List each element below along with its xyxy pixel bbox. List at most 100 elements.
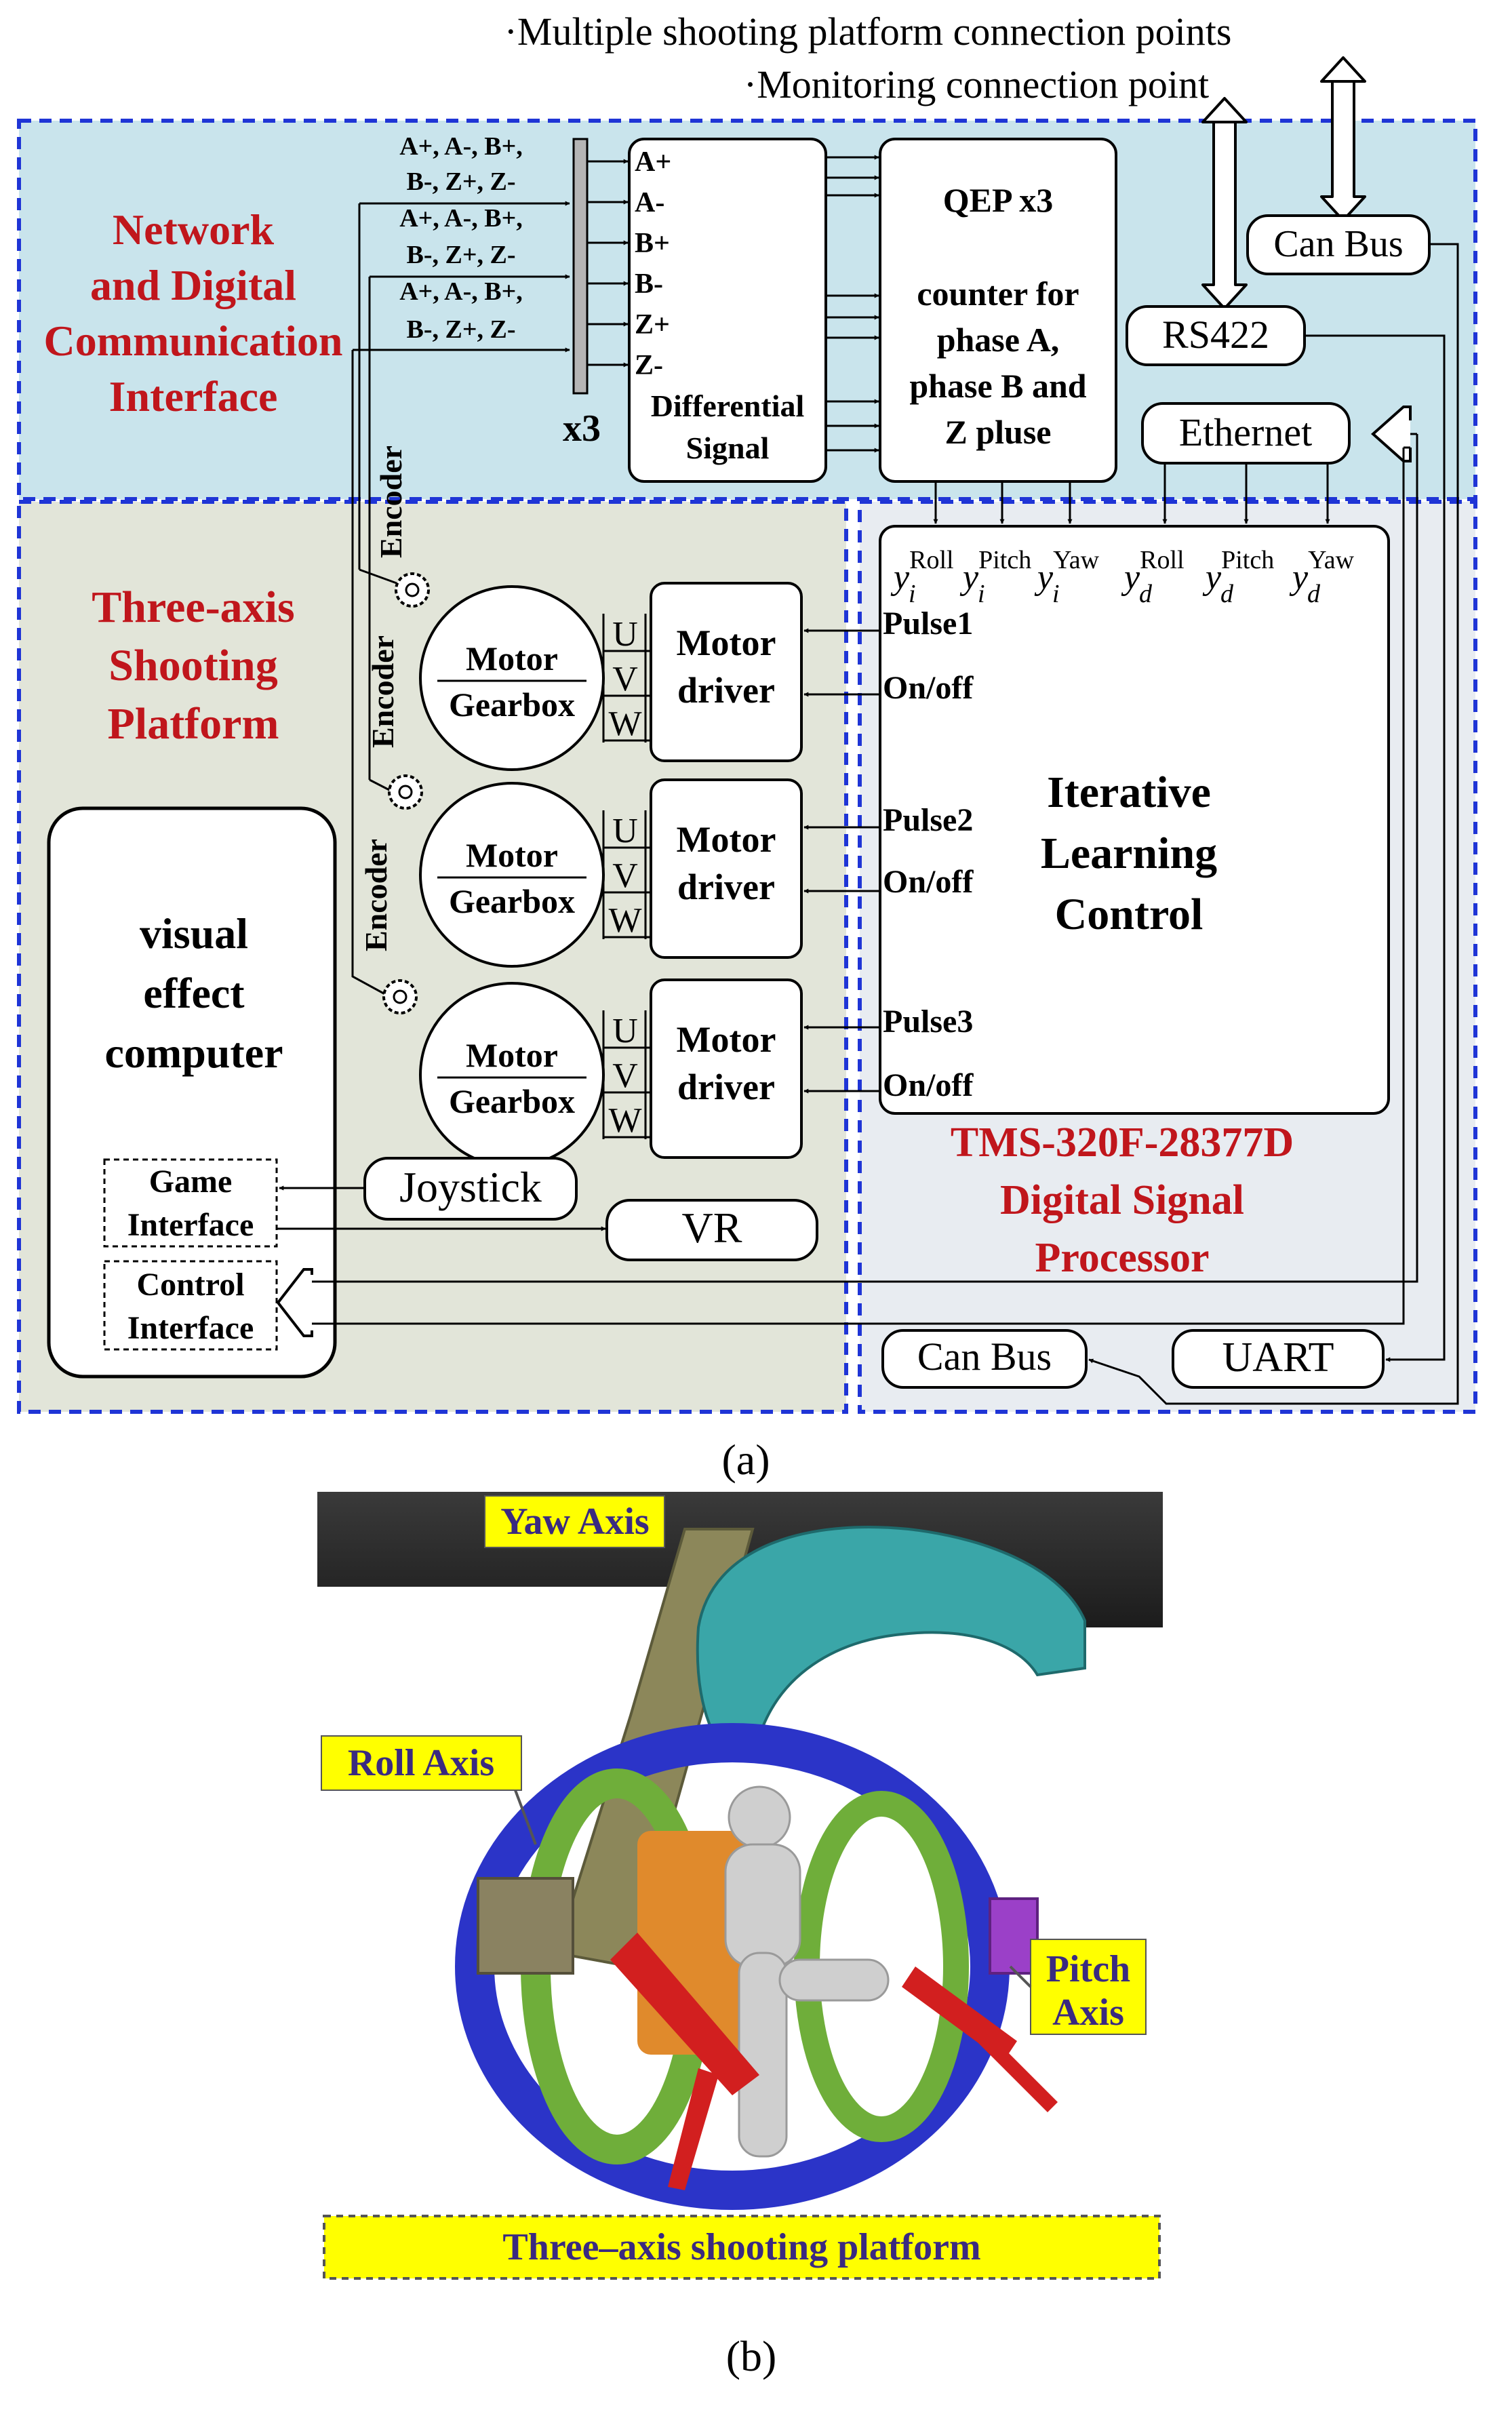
- qep-box: [879, 138, 1117, 483]
- qep-desc-line: Z pluse: [944, 413, 1051, 451]
- signal-bus-bar: [572, 138, 589, 395]
- computer-label-line: effect: [143, 969, 245, 1017]
- diff-pin-label: B+: [635, 228, 670, 259]
- caption-b: (b): [726, 2332, 777, 2380]
- driver-label-line: driver: [677, 1067, 775, 1107]
- roll-axis-label: Roll Axis: [348, 1742, 494, 1784]
- diff-pin-label: A+: [635, 146, 671, 178]
- network-title-line: Network: [113, 205, 275, 254]
- encoder-hub: [405, 582, 420, 597]
- yaw-axis-label: Yaw Axis: [500, 1501, 649, 1543]
- uart-box: [1172, 1329, 1385, 1389]
- ethernet-hollow-arrow: [1370, 406, 1412, 462]
- y-subscript: d: [1139, 580, 1153, 608]
- header-multi-platform: ·Multiple shooting platform connection p…: [504, 9, 1232, 54]
- network-title: Network and Digital Communication Interf…: [44, 205, 343, 420]
- dsp-input-arrows: [933, 463, 1330, 524]
- phase-label: W: [608, 705, 641, 743]
- computer-label-line: computer: [104, 1029, 283, 1077]
- platform-double-arrow: [1320, 56, 1366, 222]
- motor-label: Motor: [466, 836, 558, 874]
- can-bus-top-label: Can Bus: [1273, 223, 1403, 265]
- control-interface-hollow-arrow: [276, 1268, 313, 1337]
- game-interface-box: [103, 1158, 278, 1248]
- roll-axis-tag: [321, 1735, 522, 1791]
- diff-signal-pins: A+ A- B+ B- Z+ Z-: [635, 146, 671, 381]
- bus-output-arrows: [587, 159, 629, 368]
- motor-label: Motor: [466, 1036, 558, 1074]
- pitch-axis-tag: [1030, 1939, 1147, 2035]
- control-interface-line: Control: [136, 1267, 244, 1303]
- header-monitoring: ·Monitoring connection point: [744, 62, 1209, 106]
- encoder-feed-lines: [351, 201, 570, 998]
- panel-a: ·Multiple shooting platform connection p…: [17, 9, 1477, 1484]
- motor-gearbox-circle: [419, 982, 605, 1168]
- phase-label: W: [608, 1101, 641, 1140]
- driver-label-line: driver: [677, 867, 775, 907]
- driver-label-line: Motor: [677, 1019, 776, 1060]
- yaw-axis-tag: [484, 1495, 665, 1548]
- diff-pin-label: Z-: [635, 350, 663, 381]
- differential-signal-box: [628, 138, 827, 483]
- gearbox-label: Gearbox: [449, 882, 575, 920]
- platform-label: Three–axis shooting platform: [502, 2226, 980, 2268]
- gearbox-label: Gearbox: [449, 686, 575, 724]
- label-pointers: [514, 1790, 1032, 1988]
- encoder-signal-label: A+, A-, B+,: [399, 204, 523, 233]
- control-interface-box: [103, 1260, 278, 1351]
- encoder-label: Encoder: [374, 446, 408, 558]
- encoder-signal-label: B-, Z+, Z-: [407, 167, 516, 196]
- mannequin: [724, 1785, 890, 2158]
- encoder-hub: [393, 989, 407, 1004]
- network-title-line: Interface: [109, 372, 278, 420]
- motor-label: Motor: [466, 639, 558, 677]
- network-title-line: and Digital: [90, 261, 296, 309]
- dsp-title-line: TMS-320F-28377D: [951, 1120, 1294, 1166]
- y-variable: yPitch: [1202, 546, 1274, 597]
- encoder-labels: Encoder Encoder Encoder: [359, 446, 408, 951]
- motor-gearbox-circle: [419, 585, 605, 771]
- encoder-hub: [398, 785, 413, 799]
- y-subscript: i: [909, 580, 916, 608]
- ilc-line: Iterative: [1047, 768, 1211, 817]
- diff-signal-label: Differential: [651, 389, 805, 423]
- dsp-ports: Pulse1 On/off Pulse2 On/off Pulse3 On/of…: [883, 606, 974, 1103]
- diff-signal-label: Signal: [686, 431, 770, 465]
- platform-title: Three-axis Shooting Platform: [92, 582, 294, 749]
- motor-units: MotorGearboxUVWMotordriverMotorGearboxUV…: [382, 572, 880, 1168]
- phase-label: V: [612, 856, 638, 895]
- bus-multiplier-label: x3: [563, 408, 601, 450]
- platform-title-line: Platform: [108, 699, 279, 749]
- caption-a: (a): [721, 1436, 770, 1484]
- ilc-line: Learning: [1041, 829, 1217, 878]
- y-variable: yPitch: [959, 546, 1031, 597]
- can-bus-bottom-label: Can Bus: [917, 1334, 1052, 1379]
- roll-motor-box: [477, 1877, 574, 1975]
- driver-label-line: Motor: [677, 622, 776, 663]
- onoff-label: On/off: [883, 1067, 974, 1103]
- monitoring-double-arrow: [1201, 97, 1248, 310]
- encoder-label: Encoder: [359, 839, 393, 951]
- vr-label: VR: [682, 1204, 742, 1252]
- encoder-signal-label: B-, Z+, Z-: [407, 241, 516, 269]
- game-interface-line: Interface: [127, 1207, 254, 1243]
- encoder-signal-label: B-, Z+, Z-: [407, 315, 516, 344]
- rs422-label: RS422: [1162, 313, 1269, 357]
- control-interface-line: Interface: [127, 1310, 254, 1346]
- joystick-vr-arrows: [277, 1185, 606, 1231]
- qep-desc-line: phase A,: [937, 321, 1060, 359]
- phase-label: V: [612, 660, 638, 698]
- phase-label: V: [612, 1056, 638, 1095]
- qep-desc-line: phase B and: [909, 367, 1086, 405]
- y-subscript: d: [1220, 580, 1234, 608]
- y-variable: yYaw: [1289, 546, 1355, 597]
- diff-pin-label: A-: [635, 187, 664, 218]
- y-variable: yRoll: [890, 546, 954, 597]
- platform-title-line: Shooting: [108, 641, 277, 690]
- joystick-label: Joystick: [399, 1163, 542, 1211]
- pulse-label: Pulse1: [883, 606, 973, 641]
- ilc-label: Iterative Learning Control: [1041, 768, 1217, 939]
